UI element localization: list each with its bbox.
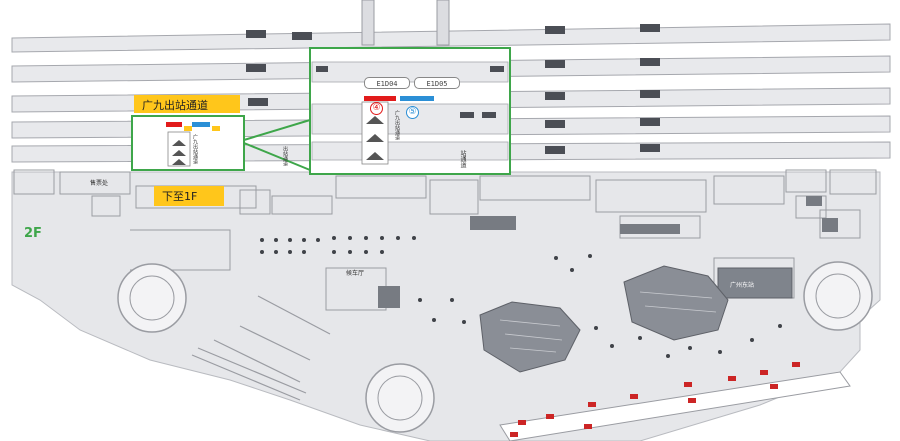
exit-number-5: ⑤ [406, 106, 419, 119]
zoom-connector [243, 119, 311, 171]
exit-tag-e1d04: E1D04 [364, 77, 410, 89]
exit-tag-e1d05: E1D05 [414, 77, 460, 89]
callout-down-to-1f: 下至1F [154, 186, 224, 206]
top-pillars [361, 0, 450, 46]
ticket-office-label: 售票处 [90, 180, 109, 187]
red-markers [510, 362, 800, 437]
hex-details [499, 291, 717, 353]
station-passage-label: 站通道 [459, 150, 466, 168]
floor-label: 2F [24, 226, 42, 241]
dark-hall [717, 267, 793, 299]
dark-hall-label: 广州东站 [730, 282, 755, 289]
roundabouts [117, 261, 873, 433]
stair-small [167, 131, 191, 167]
corridor-label-small: 广九出站通道 [192, 134, 198, 164]
callout-corridor: 广九出站通道 [134, 95, 240, 113]
hex-hall-right [623, 265, 729, 341]
strip-markers [246, 24, 660, 154]
corridor-label-large: 广九出站通道 [394, 110, 400, 140]
pillar-dots [260, 236, 782, 358]
bottom-platform [499, 371, 851, 441]
waiting-hall-label: 候车厅 [346, 270, 365, 277]
exit-number-4: ④ [370, 102, 383, 115]
stair-blocks [378, 196, 838, 308]
outbound-label: 出站通道 [282, 146, 288, 166]
ramps [191, 295, 331, 401]
